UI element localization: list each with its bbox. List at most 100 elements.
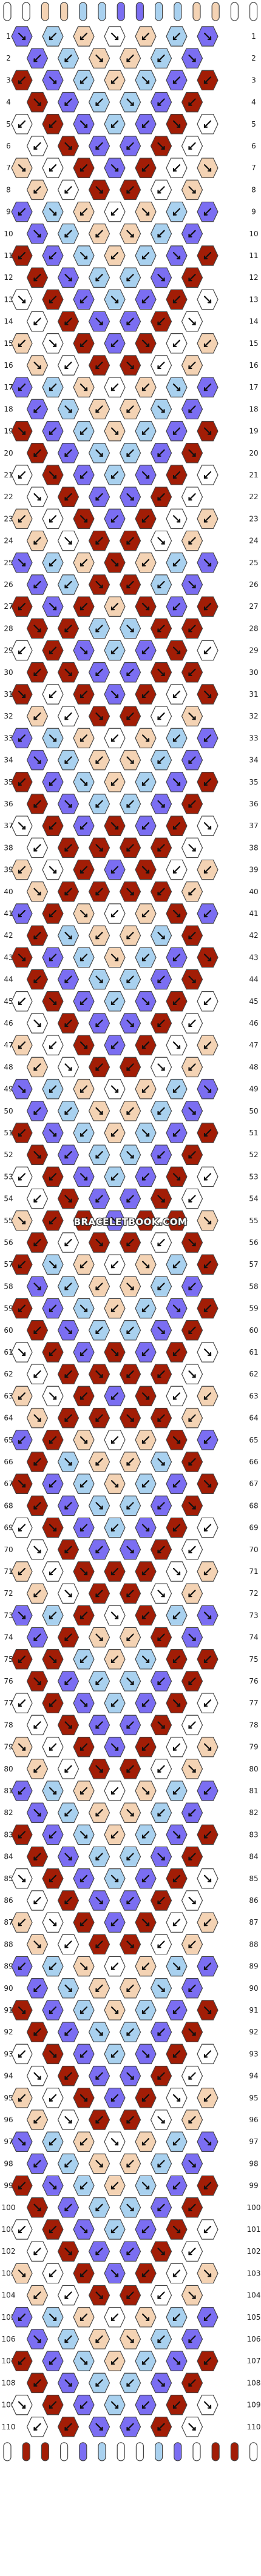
knot: [57, 136, 80, 156]
knot: [119, 91, 141, 113]
knot: [42, 728, 64, 749]
knot: [166, 508, 188, 529]
knot: [119, 1715, 141, 1736]
row-number: 104: [2, 2291, 16, 2300]
knot: [166, 2351, 188, 2371]
knot: [104, 2000, 126, 2020]
knot: [11, 1298, 33, 1319]
row-number: 30: [249, 668, 258, 677]
knot: [42, 640, 64, 661]
knot: [11, 596, 33, 617]
knot: [150, 136, 172, 156]
knot: [73, 2000, 95, 2020]
bottom-strand: [59, 2442, 69, 2461]
knot: [88, 1671, 110, 1691]
knot: [11, 1912, 33, 1933]
row-number: 10: [249, 230, 258, 238]
row-number: 76: [249, 1677, 258, 1685]
knot: [135, 289, 157, 310]
knot: [104, 1298, 126, 1319]
knot: [150, 618, 172, 639]
knot: [135, 70, 157, 91]
knot: [166, 1561, 188, 1582]
row-number: 62: [249, 1370, 258, 1378]
row-number: 56: [4, 1238, 13, 1247]
row-number: 65: [4, 1436, 13, 1444]
knot: [135, 684, 157, 705]
knot: [26, 1013, 49, 1034]
row-number: 32: [249, 712, 258, 720]
knot: [166, 1912, 188, 1933]
row-number: 99: [249, 2182, 258, 2190]
knot: [119, 1539, 141, 1560]
knot: [150, 530, 172, 551]
knot: [166, 1210, 188, 1231]
knot: [150, 1057, 172, 1078]
knot: [42, 1035, 64, 1055]
knot: [119, 749, 141, 771]
knot: [135, 377, 157, 397]
row-number: 12: [249, 273, 258, 282]
knot: [119, 1320, 141, 1341]
knot: [181, 1715, 203, 1736]
top-strand: [22, 2, 30, 21]
knot: [57, 969, 80, 990]
knot: [57, 1539, 80, 1560]
knot: [119, 1627, 141, 1648]
knot: [119, 267, 141, 288]
knot: [135, 1254, 157, 1275]
knot: [135, 508, 157, 529]
knot: [197, 1473, 219, 1494]
knot: [42, 70, 64, 91]
knot: [88, 224, 110, 244]
row-number: 52: [4, 1150, 13, 1159]
knot: [73, 596, 95, 617]
row-number: 8: [251, 185, 256, 194]
knot: [181, 530, 203, 551]
row-number: 83: [4, 1830, 13, 1839]
knot: [197, 1386, 219, 1407]
knot: [119, 399, 141, 420]
knot: [26, 2110, 49, 2130]
knot: [166, 1605, 188, 1626]
knot: [42, 2263, 64, 2284]
knot: [135, 1649, 157, 1670]
knot: [135, 2175, 157, 2196]
knot: [11, 1430, 33, 1450]
knot: [150, 267, 172, 288]
knot: [104, 1517, 126, 1538]
knot: [57, 1715, 80, 1736]
knot: [104, 26, 126, 47]
knot: [119, 706, 141, 726]
knot: [119, 311, 141, 332]
knot: [119, 2153, 141, 2174]
row-number: 87: [249, 1918, 258, 1927]
knot: [104, 1605, 126, 1626]
knot: [166, 158, 188, 178]
knot: [166, 114, 188, 134]
row-number: 4: [6, 98, 11, 107]
bottom-strand: [22, 2442, 30, 2461]
knot: [73, 1342, 95, 1363]
knot: [26, 355, 49, 376]
knot: [119, 48, 141, 68]
knot: [135, 2263, 157, 2284]
top-strand: [135, 2, 144, 21]
knot: [104, 684, 126, 705]
knot: [104, 640, 126, 661]
knot: [181, 2153, 203, 2174]
knot: [73, 1517, 95, 1538]
knot: [73, 728, 95, 749]
knot: [197, 2263, 219, 2284]
row-number: 84: [4, 1853, 13, 1861]
knot: [119, 574, 141, 595]
knot: [166, 991, 188, 1012]
knot: [166, 684, 188, 705]
row-number: 28: [249, 624, 258, 632]
knot: [11, 2043, 33, 2065]
knot: [197, 201, 219, 222]
row-number: 57: [249, 1260, 258, 1269]
bottom-strands: [3, 2442, 258, 2461]
row-number: 38: [249, 843, 258, 852]
knot: [11, 158, 33, 178]
